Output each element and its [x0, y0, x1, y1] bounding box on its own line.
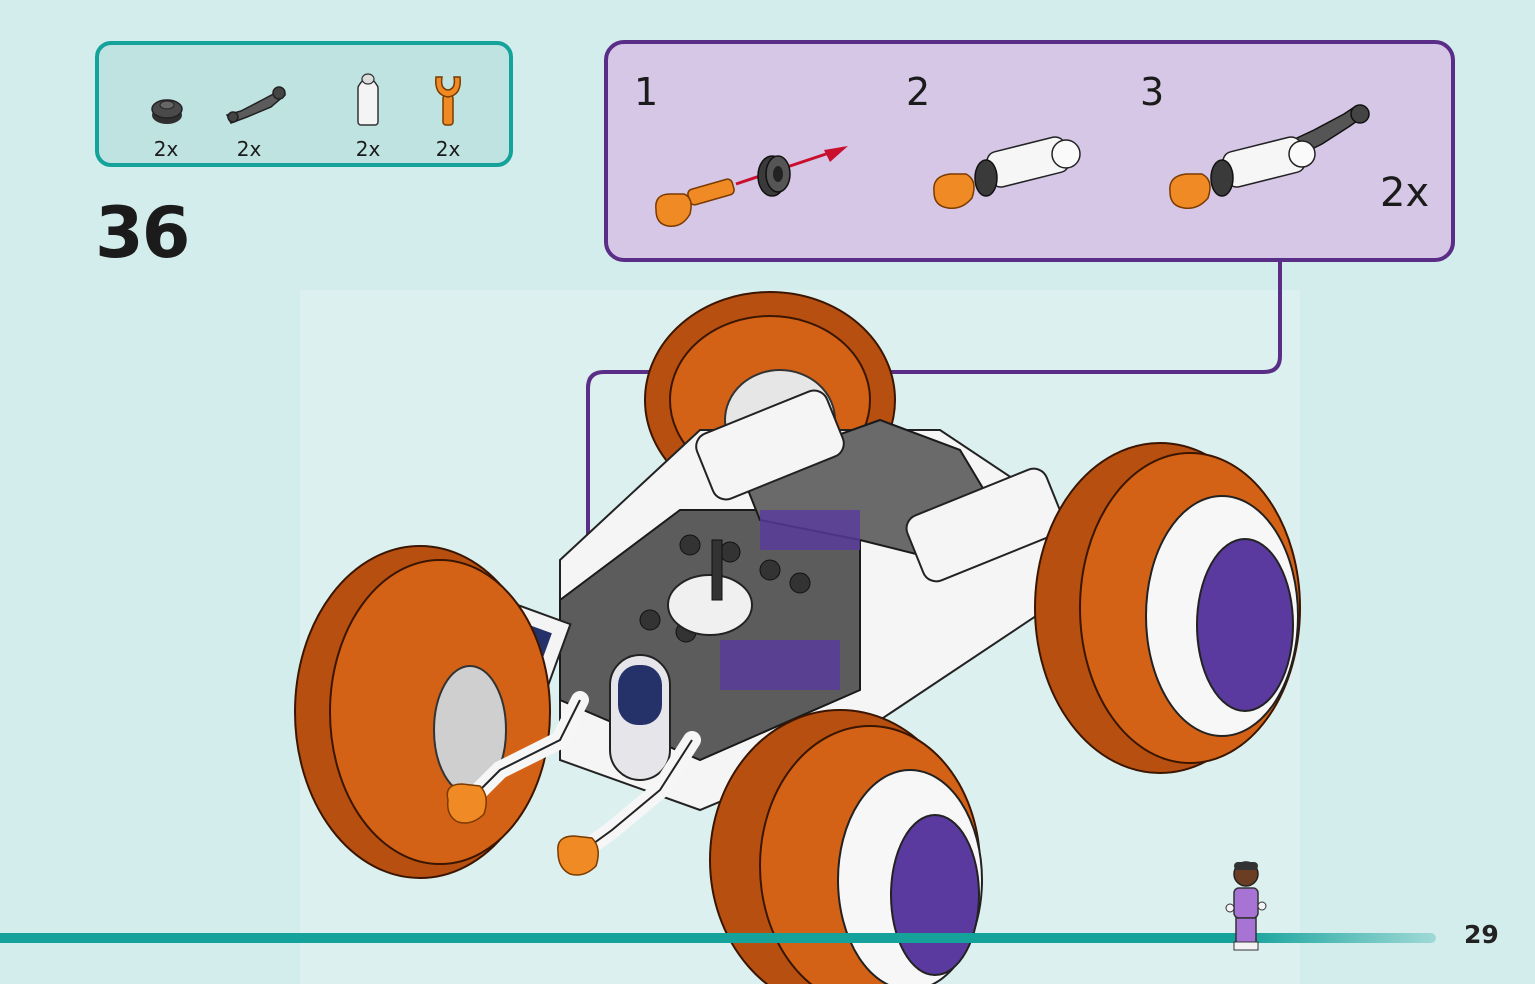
- round-plate-dark-grey-icon: [151, 99, 183, 124]
- wheel-front-right: [709, 709, 983, 984]
- claw-ring-bar-holder-icon: [933, 136, 1081, 210]
- wheel-back-right: [1034, 442, 1301, 774]
- bar-holder-white-icon: [357, 73, 379, 126]
- sub-step-number: 3: [1140, 70, 1165, 114]
- part-qty: 2x: [435, 137, 461, 161]
- claw-orange-icon: [435, 76, 461, 126]
- attached-claw-right: [557, 731, 701, 876]
- step-number: 36: [95, 192, 190, 274]
- part-qty: 2x: [355, 137, 381, 161]
- attached-claw-left: [446, 691, 589, 824]
- sub-assembly-box: 1 2 3 2x: [604, 40, 1455, 262]
- part-qty: 2x: [236, 137, 262, 161]
- sub-step-number: 1: [634, 70, 659, 114]
- page-number: 29: [1464, 920, 1499, 949]
- parts-list-box: 2x 2x 2x 2x: [95, 41, 513, 167]
- robot-arm-dark-grey-icon: [225, 86, 287, 124]
- sub-step-number: 2: [906, 70, 931, 114]
- chassis: [468, 389, 1065, 812]
- minifigure-progress-marker-icon: [1225, 861, 1267, 951]
- part-qty: 2x: [153, 137, 179, 161]
- sub-assembly-multiplier: 2x: [1380, 170, 1430, 216]
- claw-and-ring-with-arrow-icon: [655, 146, 848, 227]
- claw-ring-bar-holder-arm-icon: [1169, 104, 1370, 210]
